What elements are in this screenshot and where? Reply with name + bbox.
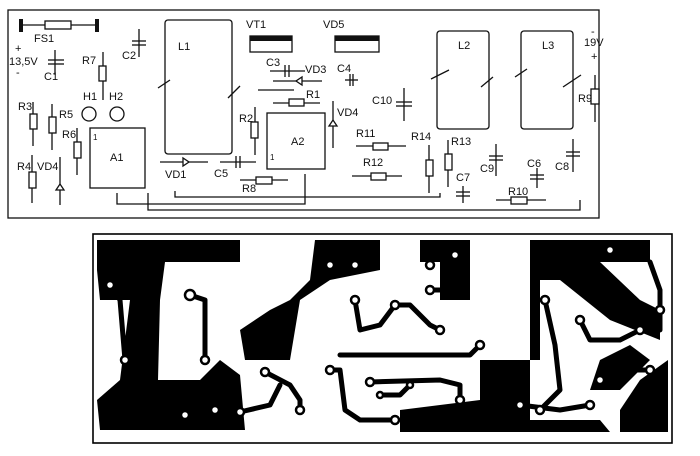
label-c9: C9 xyxy=(480,163,494,175)
label-c10: C10 xyxy=(372,95,392,107)
label-r12: R12 xyxy=(363,157,383,169)
label-a2: A2 xyxy=(291,136,304,148)
label-r3: R3 xyxy=(18,101,32,113)
label-r14: R14 xyxy=(411,131,431,143)
label-r11: R11 xyxy=(356,128,375,140)
label-r10: R10 xyxy=(508,186,528,198)
label-r7: R7 xyxy=(82,55,96,67)
label-c6: C6 xyxy=(527,158,541,170)
label-h2: H2 xyxy=(109,91,123,103)
label-vout-minus: - xyxy=(591,26,595,38)
label-r2: R2 xyxy=(239,113,253,125)
component-labels: FS1 + 13,5V - C1 C2 R7 H1 H2 R3 R5 R6 R4… xyxy=(9,19,604,198)
label-c2: C2 xyxy=(122,50,136,62)
wires xyxy=(116,89,581,211)
label-r1: R1 xyxy=(306,89,320,101)
label-c4: C4 xyxy=(337,63,351,75)
label-r4: R4 xyxy=(17,161,31,173)
label-l2: L2 xyxy=(458,40,470,52)
fuse-fs1 xyxy=(19,19,99,32)
diode-vd5 xyxy=(334,35,380,53)
label-vout: 19V xyxy=(584,37,604,49)
module-a1 xyxy=(89,127,146,189)
pcb-copper-layout xyxy=(92,233,673,444)
solder-pads xyxy=(104,244,666,426)
label-r5: R5 xyxy=(59,109,73,121)
label-c1: C1 xyxy=(44,71,58,83)
label-vd3: VD3 xyxy=(305,64,326,76)
label-a1: A1 xyxy=(110,152,123,164)
label-c8: C8 xyxy=(555,161,569,173)
module-a2 xyxy=(266,112,326,170)
capacitors xyxy=(48,29,580,203)
label-r13: R13 xyxy=(451,136,471,148)
assembly-drawing: FS1 + 13,5V - C1 C2 R7 H1 H2 R3 R5 R6 R4… xyxy=(7,9,604,219)
label-a2-pin: 1 xyxy=(270,153,275,162)
diodes xyxy=(54,75,339,205)
label-vin-minus: - xyxy=(16,67,20,79)
label-vd5: VD5 xyxy=(323,19,344,31)
resistors xyxy=(28,52,600,205)
label-fs1: FS1 xyxy=(34,33,54,45)
label-vout-plus: + xyxy=(591,51,597,63)
label-vin-plus: + xyxy=(15,43,21,55)
label-r9: R9 xyxy=(578,93,592,105)
label-a1-pin: 1 xyxy=(93,133,98,142)
label-vd4a: VD4 xyxy=(37,161,58,173)
label-vt1: VT1 xyxy=(246,19,266,31)
copper-areas xyxy=(97,240,668,432)
label-vin: 13,5V xyxy=(9,56,38,68)
board-outline xyxy=(7,9,600,219)
label-r6: R6 xyxy=(62,129,76,141)
label-vd1: VD1 xyxy=(165,169,186,181)
label-l1: L1 xyxy=(178,41,190,53)
label-h1: H1 xyxy=(83,91,97,103)
inductor-l1 xyxy=(164,19,233,155)
transistor-vt1 xyxy=(249,35,293,53)
label-vd4b: VD4 xyxy=(337,107,358,119)
label-c5: C5 xyxy=(214,168,228,180)
label-c3: C3 xyxy=(266,57,280,69)
label-r8: R8 xyxy=(242,183,256,195)
label-c7: C7 xyxy=(456,172,470,184)
label-l3: L3 xyxy=(542,40,554,52)
